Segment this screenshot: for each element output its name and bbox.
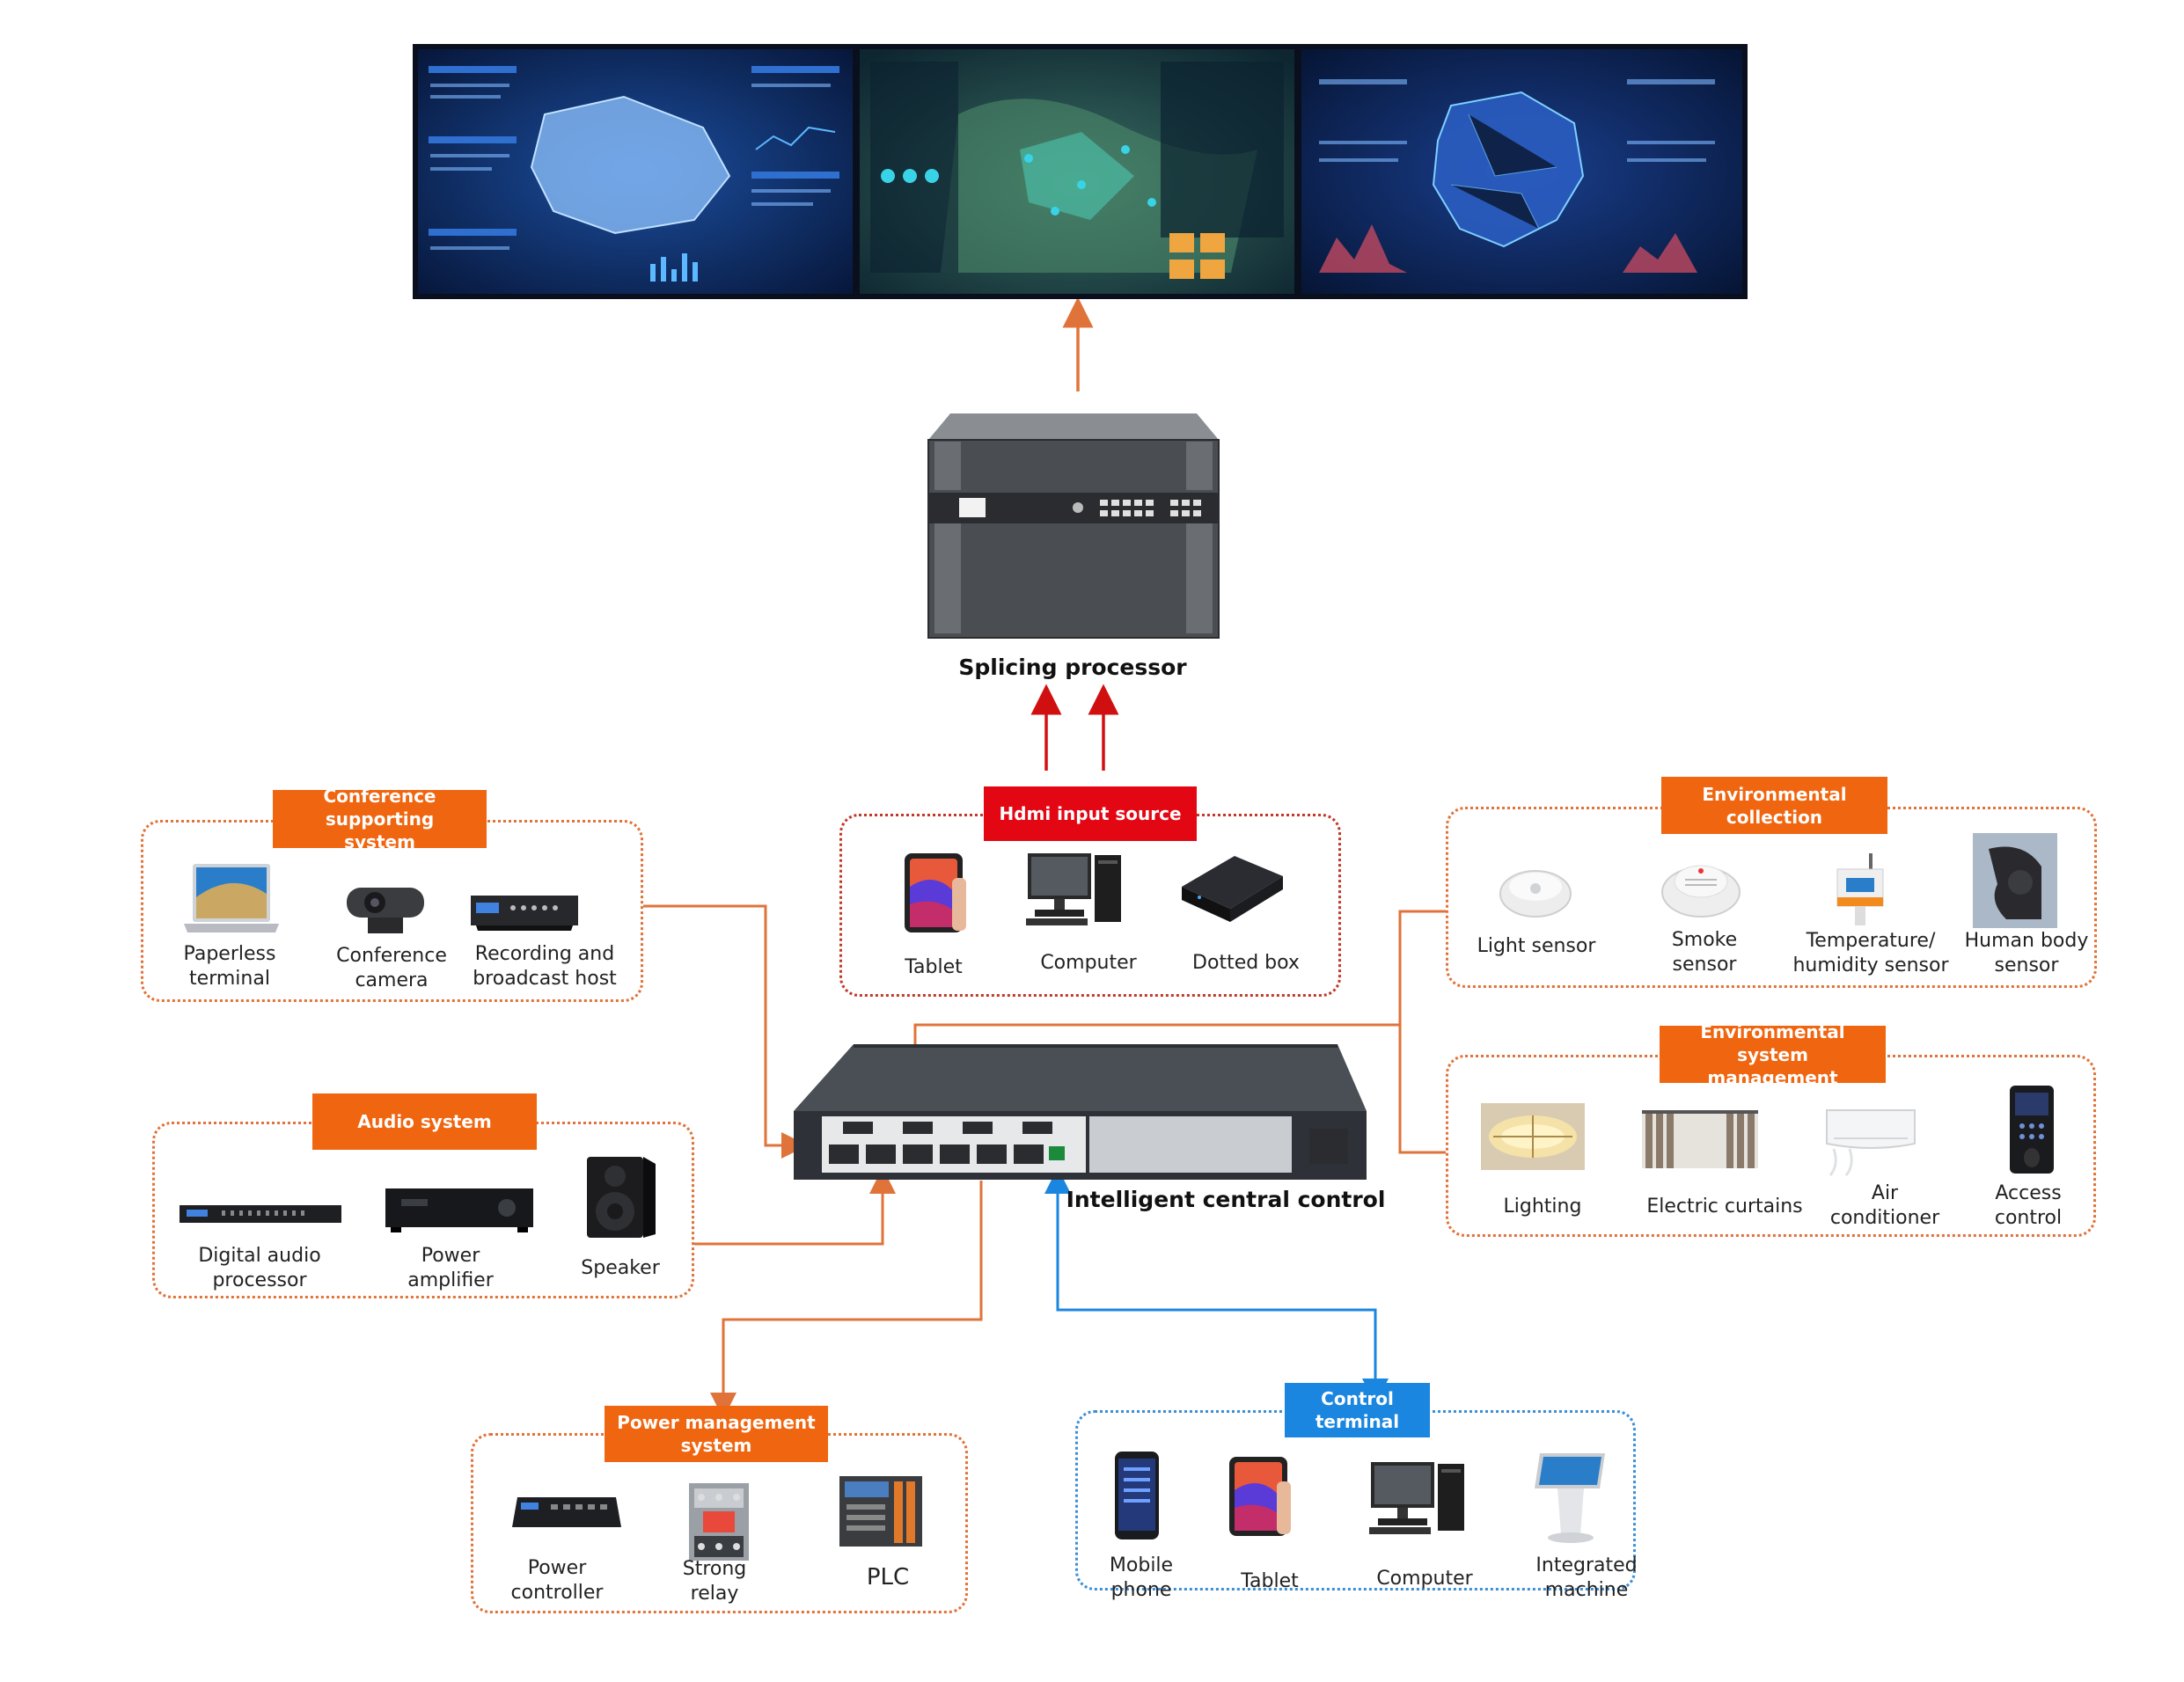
audio-badge: Audio system — [312, 1093, 537, 1150]
control-terminal-arrow — [1056, 1181, 1389, 1405]
env-management-item-label: Air conditioner — [1829, 1182, 1940, 1229]
env-management-badge: Environmental system management — [1660, 1021, 1886, 1088]
control-terminal-item-label: Computer — [1376, 1568, 1473, 1590]
plc-icon — [836, 1473, 926, 1550]
audio-to-central-arrow — [694, 1167, 896, 1246]
video-wall — [413, 44, 1748, 299]
conference-item-label: Paperless terminal — [183, 943, 276, 990]
smoke-sensor-icon — [1659, 852, 1743, 922]
digital-audio-processor-icon — [178, 1203, 343, 1225]
power-item-label: Power controller — [510, 1557, 604, 1604]
power-controller-icon — [509, 1487, 625, 1541]
temperature-humidity-sensor-icon — [1830, 852, 1892, 931]
strong-relay-icon — [684, 1480, 754, 1564]
env-management-item-label: Access control — [1994, 1182, 2063, 1229]
env-collection-item-label: Smoke sensor — [1671, 929, 1738, 976]
conference-item-label: Conference camera — [336, 945, 447, 991]
air-conditioner-icon — [1821, 1103, 1920, 1177]
env-management-item-label: Electric curtains — [1646, 1196, 1803, 1218]
light-sensor-icon — [1496, 859, 1575, 920]
integrated-machine-icon — [1531, 1450, 1610, 1545]
computer-icon — [1021, 852, 1126, 929]
audio-item-label: Power amplifier — [407, 1245, 494, 1291]
conference-badge: Conference supporting system — [273, 786, 487, 852]
tablet-icon — [901, 852, 971, 935]
mobile-phone-icon — [1113, 1450, 1161, 1541]
computer-icon — [1364, 1460, 1469, 1538]
control-terminal-item-label: Integrated machine — [1535, 1554, 1638, 1601]
env-collection-line — [1398, 910, 1446, 1154]
hdmi-input-badge: Hdmi input source — [984, 786, 1197, 841]
recording-host-icon — [469, 890, 580, 934]
env-collection-item-label: Human body sensor — [1964, 930, 2089, 976]
splicing-processor-title: Splicing processor — [958, 655, 1187, 680]
splicing-processor-device — [924, 413, 1223, 642]
power-central-arrow — [710, 1181, 983, 1419]
hdmi-item-label: Computer — [1040, 952, 1137, 974]
control-terminal-item-label: Mobile phone — [1109, 1554, 1174, 1601]
conference-to-central-arrow — [643, 904, 808, 1159]
audio-item-label: Speaker — [581, 1257, 660, 1279]
env-collection-item-label: Temperature/ humidity sensor — [1792, 930, 1949, 976]
tablet-icon — [1226, 1455, 1300, 1541]
hdmi-item-label: Tablet — [905, 956, 963, 978]
screen-2 — [860, 49, 1294, 294]
power-badge: Power management system — [605, 1406, 828, 1462]
power-amplifier-icon — [384, 1183, 535, 1236]
env-management-item-label: Lighting — [1503, 1196, 1582, 1218]
audio-item-label: Digital audio processor — [198, 1245, 321, 1291]
dotted-box-icon — [1173, 852, 1287, 926]
control-terminal-item-label: Tablet — [1241, 1570, 1299, 1592]
central-control-title: Intelligent central control — [1066, 1187, 1386, 1212]
central-control-device — [790, 1044, 1371, 1185]
hdmi-item-label: Dotted box — [1192, 952, 1300, 974]
env-collection-badge: Environmental collection — [1661, 777, 1887, 834]
access-control-icon — [2006, 1084, 2057, 1175]
conference-camera-icon — [341, 882, 429, 939]
electric-curtains-icon — [1642, 1110, 1758, 1168]
screen-1 — [418, 49, 853, 294]
screen-3 — [1301, 49, 1742, 294]
env-collection-item-label: Light sensor — [1477, 935, 1596, 957]
laptop-icon — [179, 862, 284, 946]
speaker-icon — [582, 1153, 661, 1241]
human-body-sensor-icon — [1971, 831, 2059, 930]
power-item-label: Strong relay — [682, 1558, 747, 1605]
conference-item-label: Recording and broadcast host — [473, 943, 617, 990]
lighting-icon — [1481, 1103, 1585, 1170]
power-item-label: PLC — [866, 1564, 910, 1591]
control-terminal-badge: Control terminal — [1285, 1383, 1430, 1437]
